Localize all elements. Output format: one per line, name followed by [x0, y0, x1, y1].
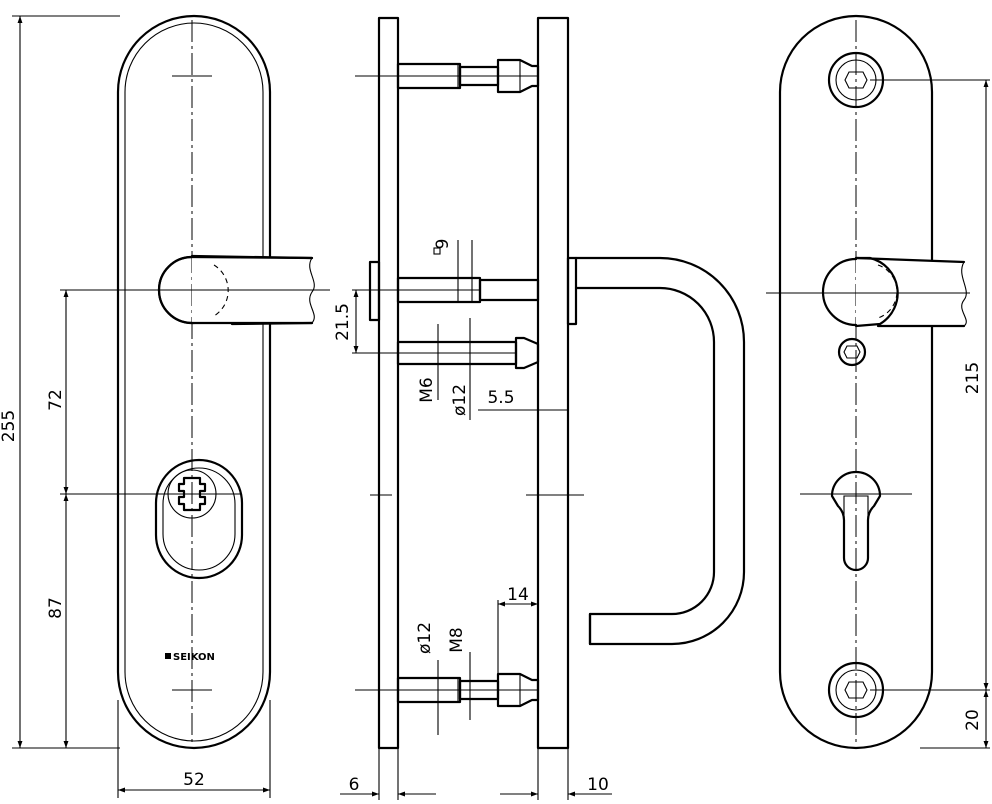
dim-dia-bottom-label: ø12	[415, 622, 435, 654]
dim-thread-top-label: M6	[417, 377, 437, 402]
back-handle	[821, 256, 967, 328]
dim-screw-spacing-label: 215	[963, 362, 983, 394]
brand-logo	[165, 653, 171, 659]
side-view: 9 21.5 M6 ø12 5.5 14 ø12 M8 6 10	[333, 16, 746, 800]
dim-stud-label: 14	[507, 585, 529, 605]
front-backplate-inner	[124, 22, 264, 742]
dim-rose-label: 5.5	[487, 388, 514, 408]
front-backplate-outline	[116, 14, 272, 750]
back-key-profile	[830, 470, 882, 572]
dim-plate-inner-label: 6	[349, 775, 360, 795]
brand-label: SEIKON	[173, 652, 215, 663]
dim-width-label: 52	[183, 770, 205, 790]
dim-offset-label: 21.5	[333, 303, 353, 341]
side-spindle	[368, 260, 540, 322]
dim-bottom-screw-label: 20	[963, 709, 983, 731]
side-plate-right	[536, 16, 570, 750]
side-u-handle	[566, 256, 746, 646]
front-view: SEIKON 255 72 87 52	[0, 14, 330, 798]
side-plate-left	[377, 16, 400, 750]
dim-72-label: 72	[46, 389, 66, 411]
dim-87-label: 87	[46, 597, 66, 619]
dim-height-label: 255	[0, 410, 19, 442]
front-keyhole	[154, 458, 244, 580]
dim-thread-bottom-label: M8	[447, 627, 467, 652]
back-backplate-outline	[778, 14, 934, 750]
square-symbol	[433, 247, 441, 255]
dim-plate-outer-label: 10	[587, 775, 609, 795]
dim-square-label: 9	[433, 239, 453, 250]
dim-dia-top-label: ø12	[450, 384, 470, 416]
side-bottom-screw	[396, 600, 540, 735]
back-hex-nut	[837, 337, 867, 367]
side-top-screw	[396, 58, 540, 94]
back-view: 215 20	[766, 14, 990, 750]
